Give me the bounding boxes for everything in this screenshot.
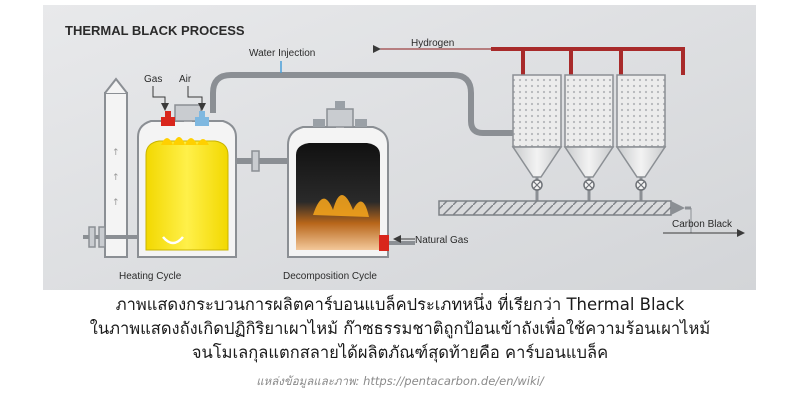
air-label: Air: [179, 74, 192, 85]
diagram-title: THERMAL BLACK PROCESS: [65, 23, 245, 38]
heating-cycle-vessel: ↑ ↑ ↑: [83, 77, 237, 258]
caption-line-1: ภาพแสดงกระบวนการผลิตคาร์บอนแบล็คประเภทหน…: [115, 295, 685, 314]
gas-label: Gas: [144, 74, 162, 85]
caption-line-2: ในภาพแสดงถังเกิดปฏิกิริยาเผาไหม้ ก๊าซธรร…: [89, 319, 711, 338]
silo-3: [615, 74, 667, 201]
svg-text:↑: ↑: [112, 198, 120, 208]
decomposition-cycle-label: Decomposition Cycle: [283, 271, 377, 282]
silo-1: [511, 74, 563, 201]
natural-gas-label: Natural Gas: [415, 235, 468, 246]
natural-gas-valve-icon: [379, 235, 389, 251]
carbon-black-label: Carbon Black: [672, 219, 733, 230]
hydrogen-label: Hydrogen: [411, 38, 454, 49]
thermal-black-process-diagram: THERMAL BLACK PROCESS ↑ ↑ ↑: [43, 5, 756, 290]
heating-cycle-label: Heating Cycle: [119, 271, 182, 282]
caption: ภาพแสดงกระบวนการผลิตคาร์บอนแบล็คประเภทหน…: [0, 293, 800, 365]
svg-text:↑: ↑: [112, 173, 120, 183]
silo-2: [563, 74, 615, 201]
screw-conveyor: [438, 200, 692, 233]
source-credit: แหล่งข้อมูลและภาพ: https://pentacarbon.d…: [256, 374, 544, 388]
decomposition-cycle-vessel: [287, 101, 415, 258]
water-injection-label: Water Injection: [249, 48, 315, 59]
connecting-valve-icon: [251, 150, 260, 172]
caption-line-3: จนโมเลกุลแตกสลายได้ผลิตภัณฑ์สุดท้ายคือ ค…: [191, 343, 609, 362]
svg-text:↑: ↑: [112, 148, 120, 158]
